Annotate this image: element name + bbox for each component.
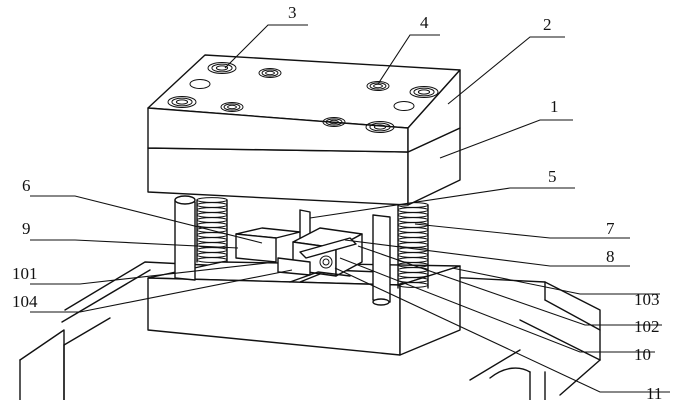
label-8: 8 bbox=[606, 247, 615, 266]
label-104: 104 bbox=[12, 292, 38, 311]
top-plate-2 bbox=[147, 54, 461, 153]
spring-left-coil bbox=[196, 237, 228, 243]
spring-left-coil bbox=[196, 212, 228, 218]
label-6: 6 bbox=[22, 176, 31, 195]
spring-left-coil bbox=[196, 197, 228, 203]
label-3: 3 bbox=[288, 3, 297, 22]
spring-right-coil bbox=[397, 282, 429, 288]
label-101: 101 bbox=[12, 264, 38, 283]
label-4: 4 bbox=[420, 13, 429, 32]
spring-right-coil bbox=[397, 237, 429, 243]
spring-right-coil bbox=[397, 227, 429, 233]
top-plate-fasteners bbox=[167, 62, 439, 133]
screw-hole bbox=[167, 96, 197, 108]
label-7: 7 bbox=[606, 219, 615, 238]
spring-right-coil bbox=[397, 207, 429, 213]
guide-pillar-left bbox=[174, 195, 196, 281]
label-102: 102 bbox=[634, 317, 660, 336]
screw-hole bbox=[220, 102, 244, 112]
label-5: 5 bbox=[548, 167, 557, 186]
screw-hole bbox=[258, 68, 282, 78]
label-2: 2 bbox=[543, 15, 552, 34]
guide-pillar-right bbox=[372, 214, 391, 306]
spring-left-coil bbox=[196, 247, 228, 253]
spring-left-coil bbox=[196, 207, 228, 213]
label-103: 103 bbox=[634, 290, 660, 309]
part-labels: 3 4 2 1 5 6 9 101 104 7 8 103 102 10 11 bbox=[12, 3, 662, 400]
plain-hole bbox=[393, 101, 415, 111]
screw-hole bbox=[322, 117, 346, 127]
spring-right-coil bbox=[397, 212, 429, 218]
spring-right-coil bbox=[397, 242, 429, 248]
spring-left-coil bbox=[196, 257, 228, 263]
spring-left-coil bbox=[196, 202, 228, 208]
leader-lines bbox=[30, 24, 670, 393]
spring-left-coil bbox=[196, 252, 228, 258]
screw-hole bbox=[207, 62, 237, 74]
spring-left-coil bbox=[196, 217, 228, 223]
label-1: 1 bbox=[550, 97, 559, 116]
screw-hole bbox=[365, 121, 395, 133]
label-11: 11 bbox=[646, 384, 662, 400]
spring-left-coil bbox=[196, 222, 228, 228]
upper-die-plate-1 bbox=[147, 127, 461, 206]
spring-right-coil bbox=[397, 232, 429, 238]
screw-hole bbox=[409, 86, 439, 98]
screw-hole bbox=[366, 81, 390, 91]
plain-hole bbox=[189, 79, 211, 89]
spring-right-coil bbox=[397, 252, 429, 258]
label-10: 10 bbox=[634, 345, 651, 364]
spring-right-coil bbox=[397, 217, 429, 223]
spring-left bbox=[196, 197, 228, 263]
label-9: 9 bbox=[22, 219, 31, 238]
